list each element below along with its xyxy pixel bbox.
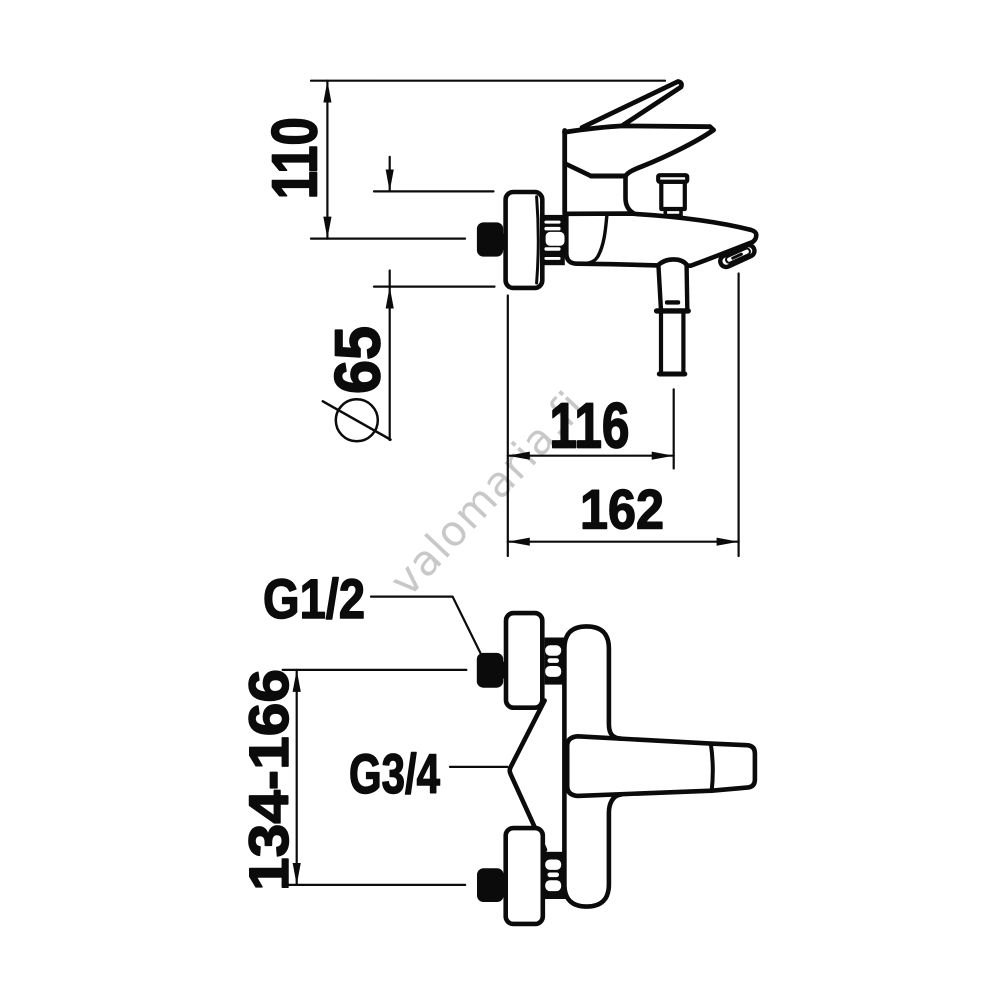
handle-top-edge — [562, 123, 716, 135]
dimension-116 — [506, 294, 675, 558]
spout-body-outline — [564, 211, 759, 268]
hex-union-nut-plan-upper — [476, 652, 507, 688]
dimension-134-166 — [281, 668, 468, 887]
escutcheon-inner-edge — [535, 195, 540, 285]
thread-slit — [544, 220, 561, 224]
handle-body-side — [562, 123, 716, 217]
handle-grip-tip-line — [708, 741, 715, 793]
hex-nut-neck — [502, 876, 507, 894]
threaded-connector-side — [544, 214, 565, 266]
dimension-65-label: 65 — [322, 326, 394, 394]
hex-nut-neck — [502, 661, 507, 679]
hex-nut — [476, 222, 504, 257]
diameter-circle — [334, 398, 380, 443]
threaded-connector-plan-lower — [544, 851, 566, 899]
dimension-110-label: 110 — [259, 117, 331, 199]
thread-slit — [545, 666, 562, 677]
shower-outlet-pipe — [653, 263, 691, 377]
threaded-connector-plan-upper — [544, 637, 566, 685]
thread-slit — [547, 658, 559, 663]
hex-nut — [477, 868, 504, 902]
thread-slit — [547, 872, 559, 878]
thread-slit — [545, 880, 562, 892]
leader-g12 — [369, 595, 483, 657]
pipe-upper-left-edge — [656, 264, 664, 311]
hex-nut-neck — [502, 233, 507, 250]
dimension-116-label: 116 — [550, 390, 630, 462]
diameter-symbol — [321, 398, 392, 443]
body-outline-plan — [562, 624, 624, 909]
dimension-65 — [321, 155, 496, 443]
thread-nut-flat — [545, 231, 565, 246]
side-view: 110 65 116 162 — [258, 79, 759, 558]
lever-blade-outline — [579, 79, 684, 130]
spout-aerator — [718, 242, 757, 270]
pipe-upper-right-edge — [684, 263, 690, 311]
handle-neck-curve — [623, 127, 716, 179]
aerator-window — [725, 247, 751, 264]
diameter-slash — [321, 400, 392, 441]
lever-handle-plan — [564, 734, 758, 799]
spout-flare-plan — [507, 698, 548, 853]
plan-view: 134-166 G1/2 G3/4 — [236, 566, 758, 927]
thread-slit — [544, 247, 561, 251]
wall-escutcheon-plan-lower — [503, 825, 546, 927]
pipe-slot — [664, 300, 681, 305]
wall-escutcheon-side — [503, 189, 545, 291]
hex-union-nut-plan-lower — [477, 868, 507, 902]
aerator-slot — [731, 252, 743, 260]
diverter-knob — [656, 173, 690, 218]
wall-escutcheon-plan-upper — [503, 610, 545, 710]
handle-left-bevel — [562, 161, 594, 179]
thread-slit — [545, 859, 562, 870]
label-g34: G3/4 — [349, 742, 440, 805]
dimension-162 — [506, 272, 740, 558]
lever-handle-side — [579, 79, 684, 130]
thread-slit — [544, 257, 561, 260]
hex-union-nut-side — [476, 222, 507, 257]
thread-slit — [545, 645, 562, 656]
thread-slit — [544, 226, 561, 231]
handle-outline-plan — [564, 734, 758, 799]
label-g12: G1/2 — [263, 567, 365, 630]
dimension-162-label: 162 — [580, 478, 664, 541]
body-inner-curve — [584, 212, 609, 266]
dimension-110 — [309, 79, 667, 240]
dimension-134-166-label: 134-166 — [237, 669, 300, 891]
hex-nut — [476, 652, 504, 688]
